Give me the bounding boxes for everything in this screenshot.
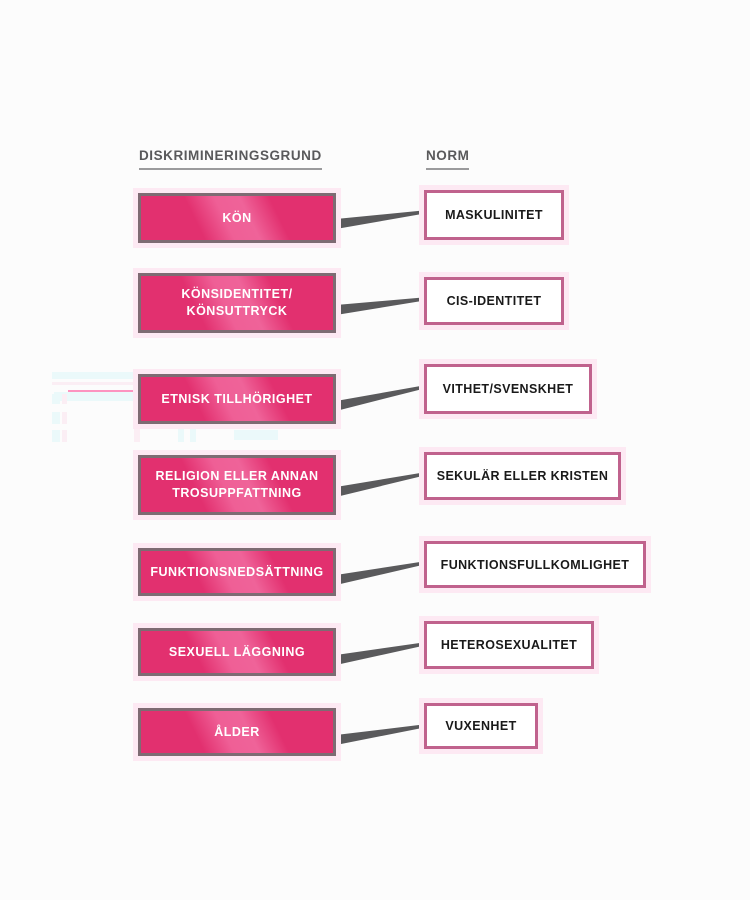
norm-label: VUXENHET [445,719,517,733]
norm-box[interactable]: VUXENHET [419,698,543,754]
ground-label: ÅLDER [214,724,260,739]
norm-label: CIS-IDENTITET [446,294,542,308]
ground-box[interactable]: ÅLDER [133,703,341,761]
connector-line [336,724,424,745]
ground-box[interactable]: ETNISK TILLHÖRIGHET [133,369,341,429]
norm-box[interactable]: MASKULINITET [419,185,569,245]
connector-line [336,297,424,315]
ground-label: KÖN [222,210,252,225]
norm-label: FUNKTIONSFULLKOMLIGHET [440,557,630,572]
norm-box[interactable]: HETEROSEXUALITET [419,616,599,674]
norm-box[interactable]: CIS-IDENTITET [419,272,569,330]
norm-label: SEKULÄR ELLER KRISTEN [436,469,609,483]
norm-box[interactable]: FUNKTIONSFULLKOMLIGHET [419,536,651,593]
ground-box[interactable]: KÖNSIDENTITET/KÖNSUTTRYCK [133,268,341,338]
norm-label: HETEROSEXUALITET [440,638,578,652]
norm-box[interactable]: VITHET/SVENSKHET [419,359,597,419]
ground-box[interactable]: SEXUELL LÄGGNING [133,623,341,681]
column-heading-discrimination-ground: DISKRIMINERINGSGRUND [139,148,322,170]
ground-label: FUNKTIONSNEDSÄTTNING [150,564,324,579]
ground-box[interactable]: KÖN [133,188,341,248]
norm-label: MASKULINITET [445,208,543,222]
norm-box[interactable]: SEKULÄR ELLER KRISTEN [419,447,626,505]
connector-line [336,472,424,497]
ground-label: SEXUELL LÄGGNING [168,644,306,659]
ground-label: KÖNSIDENTITET/KÖNSUTTRYCK [181,287,293,318]
ground-box[interactable]: FUNKTIONSNEDSÄTTNING [133,543,341,601]
ground-label: ETNISK TILLHÖRIGHET [161,391,313,406]
column-heading-norm: NORM [426,148,470,170]
connector-line [336,561,424,585]
norm-label: VITHET/SVENSKHET [442,382,574,396]
connector-line [336,642,424,665]
connector-line [336,385,424,411]
connector-line [336,210,424,229]
